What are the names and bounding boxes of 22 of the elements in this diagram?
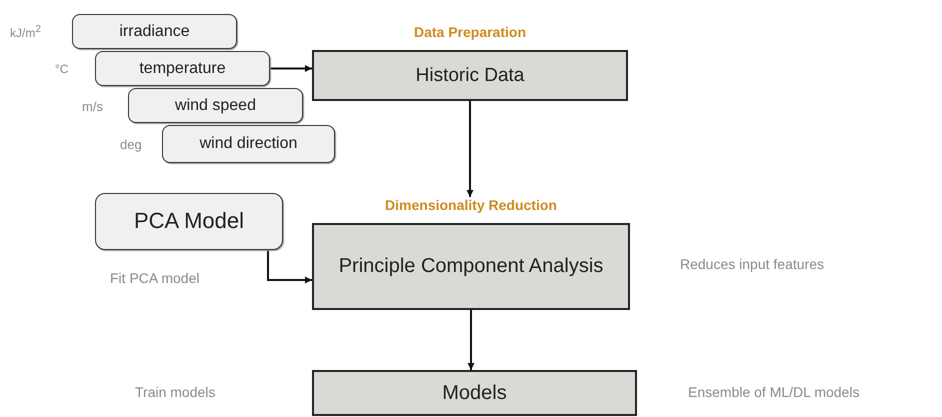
process-box: Principle Component Analysis bbox=[312, 223, 630, 310]
process-box: Models bbox=[312, 370, 637, 416]
annotation: Reduces input features bbox=[680, 256, 824, 272]
section-heading: Dimensionality Reduction bbox=[384, 197, 558, 213]
unit-label: deg bbox=[120, 137, 142, 152]
edge-label: Fit PCA model bbox=[110, 270, 200, 286]
arrow bbox=[466, 101, 474, 197]
input-box: wind direction bbox=[162, 125, 335, 163]
input-box: wind speed bbox=[128, 88, 303, 123]
process-box: Historic Data bbox=[312, 50, 628, 101]
input-box: temperature bbox=[95, 51, 270, 86]
arrow bbox=[270, 65, 312, 72]
unit-label: kJ/m$^{2}$ bbox=[10, 24, 41, 40]
annotation: Ensemble of ML/DL models bbox=[688, 384, 860, 400]
annotation: Train models bbox=[135, 384, 216, 400]
unit-label: m/s bbox=[82, 99, 103, 114]
model-box: PCA Model bbox=[95, 193, 283, 250]
input-box: irradiance bbox=[72, 14, 237, 49]
arrow bbox=[468, 310, 474, 370]
unit-label: °C bbox=[55, 62, 68, 76]
arrow bbox=[267, 250, 312, 284]
section-heading: Data Preparation bbox=[412, 24, 528, 40]
